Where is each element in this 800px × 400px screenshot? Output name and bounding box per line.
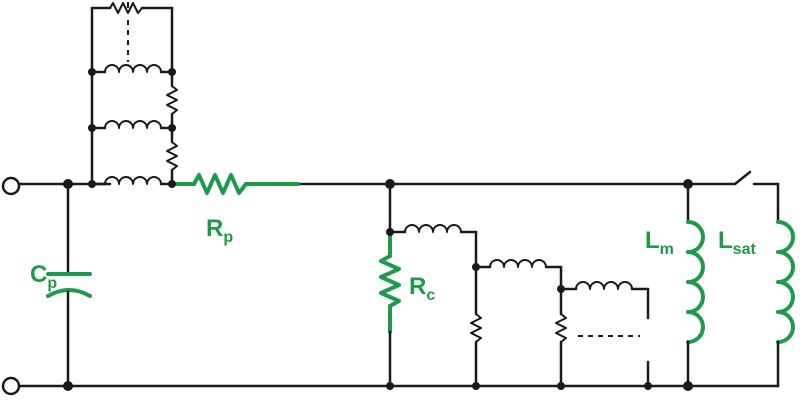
- junction-dots: [63, 68, 693, 391]
- ladder-network-top: [90, 2, 178, 186]
- switch: [733, 170, 780, 186]
- inductor-lsat: [776, 182, 795, 388]
- label-lm: Lm: [645, 227, 674, 258]
- resistor-rp: [170, 173, 300, 195]
- ladder-network-right: [388, 224, 650, 388]
- input-terminal-bottom: [1, 376, 21, 396]
- capacitor-cp: [46, 182, 92, 388]
- label-rc: Rc: [409, 273, 435, 304]
- label-lsat: Lsat: [718, 227, 756, 258]
- input-terminal-top: [1, 176, 21, 196]
- label-rp: Rp: [206, 215, 233, 246]
- inductor-lm: [686, 182, 705, 388]
- resistor-rc: [379, 182, 401, 388]
- label-cp: Cp: [30, 261, 57, 292]
